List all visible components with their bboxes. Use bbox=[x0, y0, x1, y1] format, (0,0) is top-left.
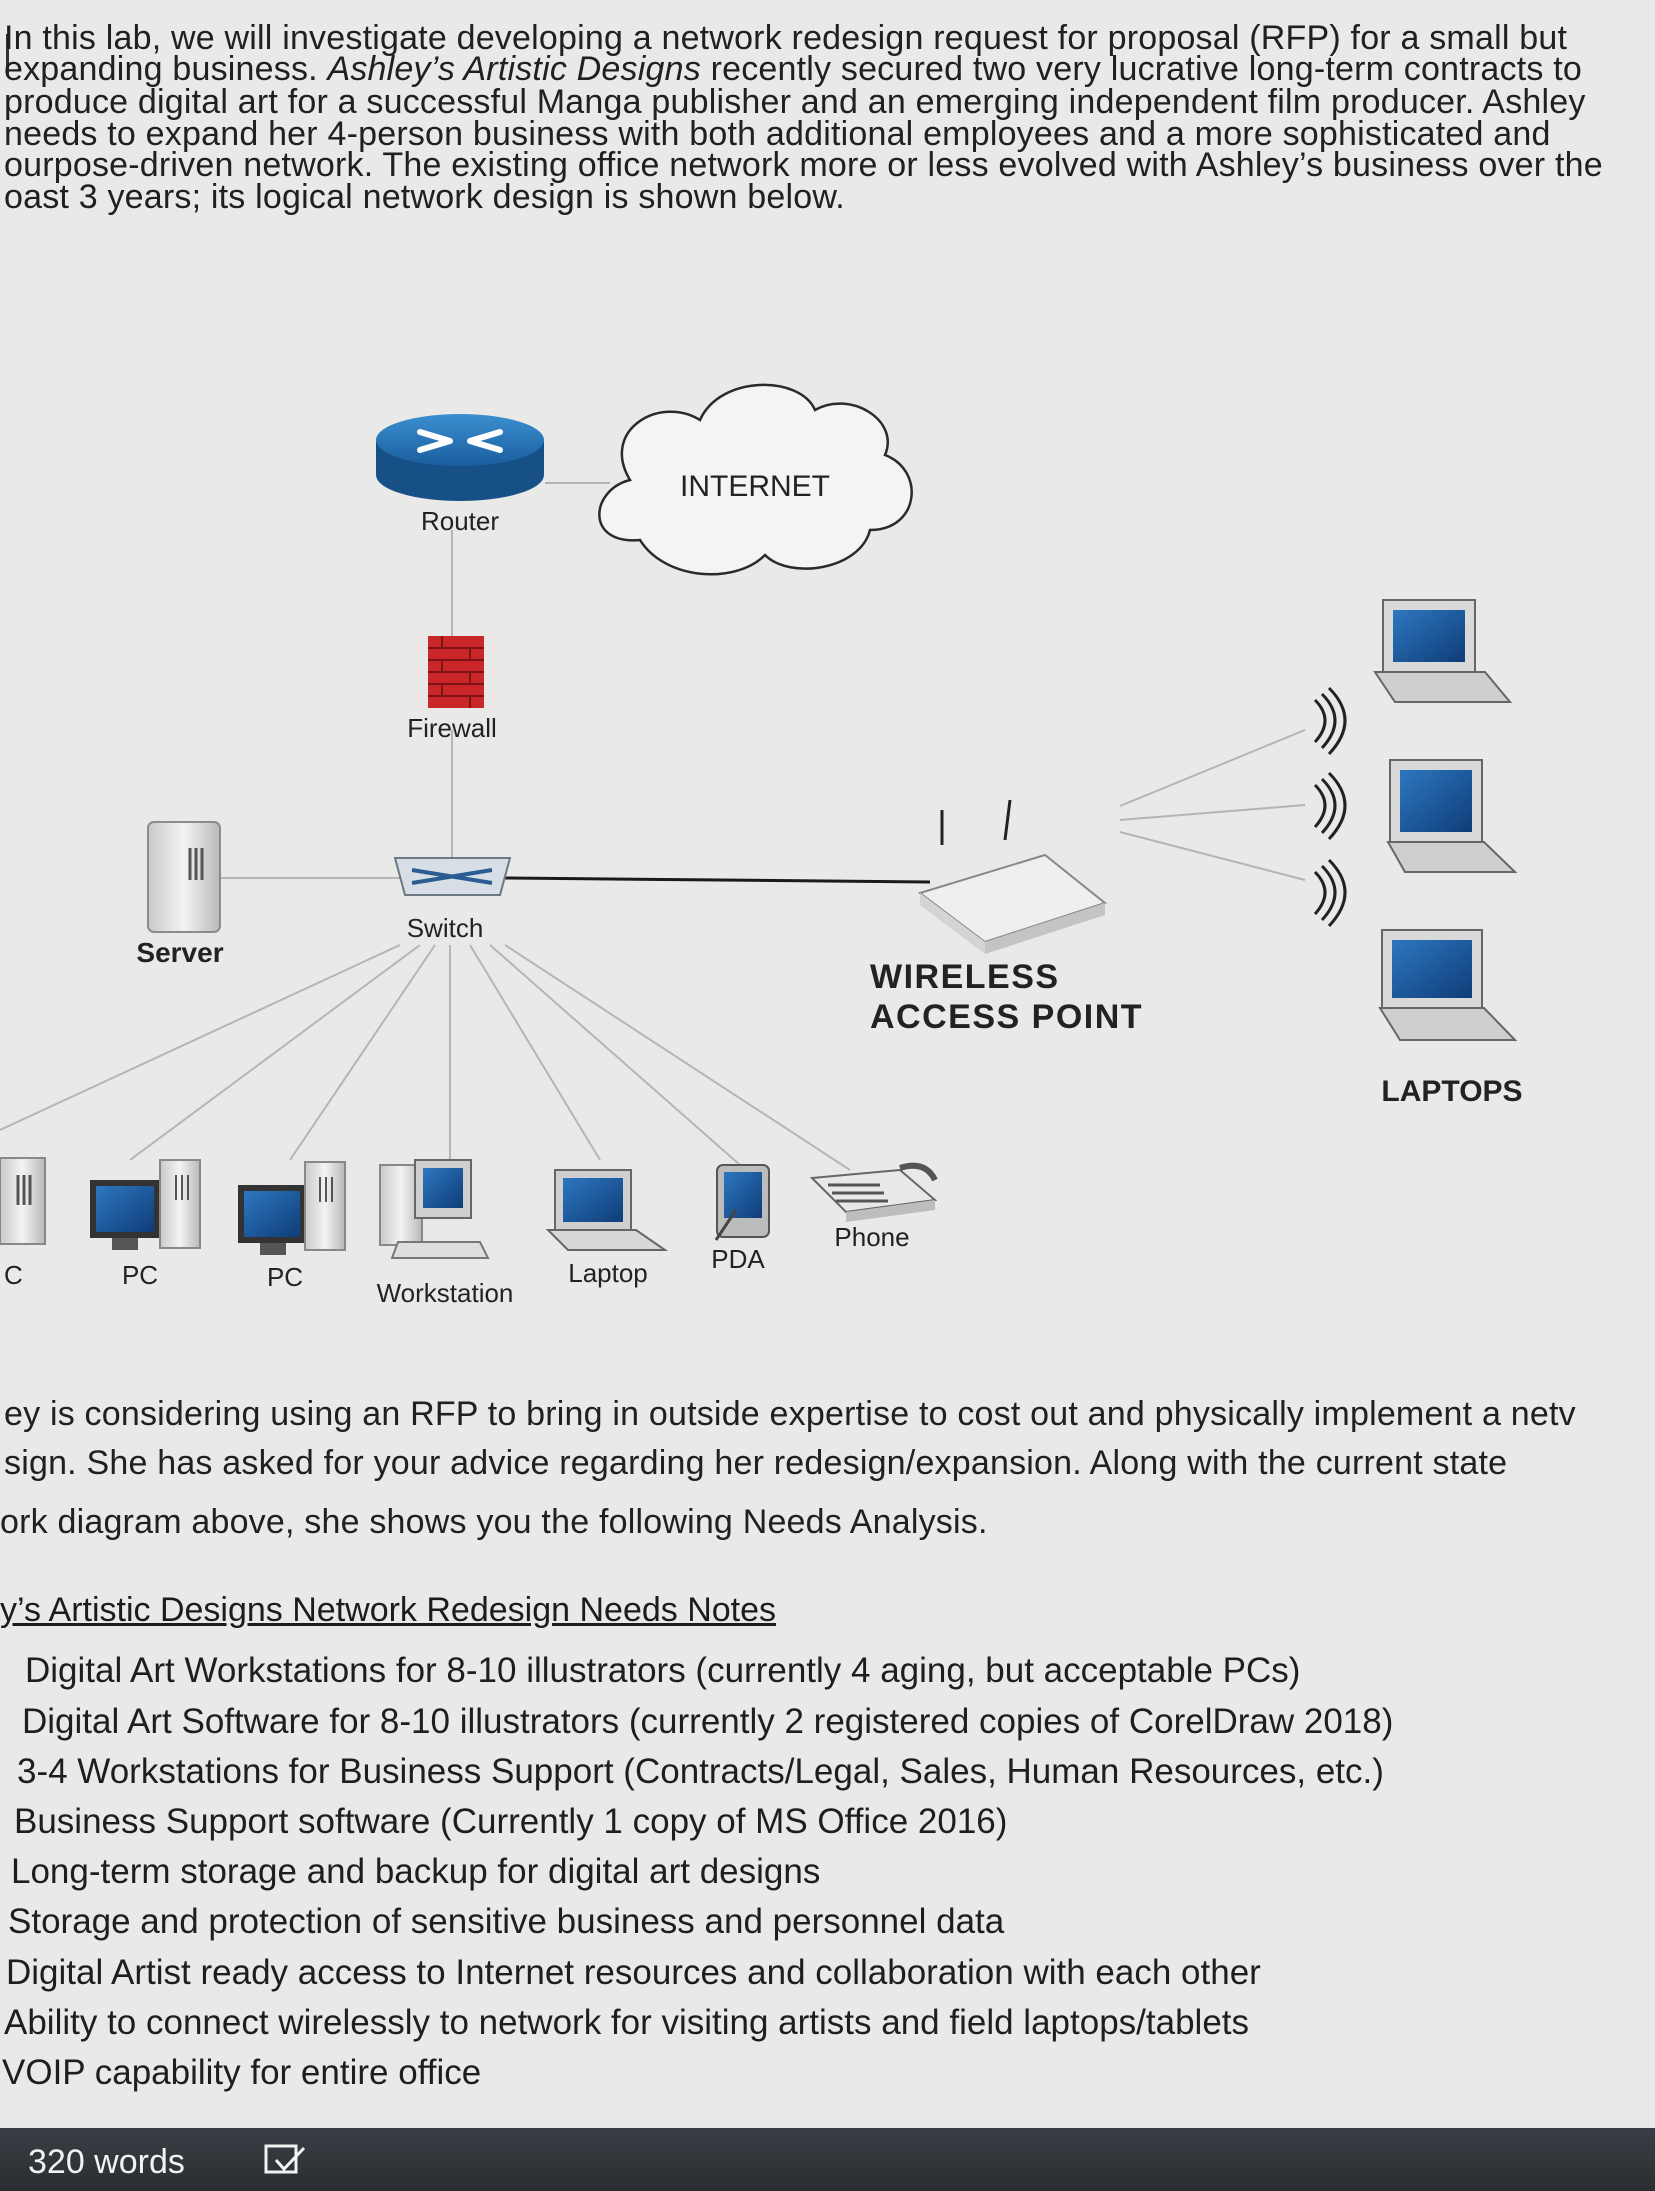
business-name: Ashley’s Artistic Designs bbox=[327, 50, 701, 88]
needs-list-item: Ability to connect wirelessly to network… bbox=[4, 2003, 1250, 2042]
needs-list-item: Digital Artist ready access to Internet … bbox=[6, 1953, 1261, 1992]
laptop-icon bbox=[545, 1169, 669, 1251]
switch-label: Switch bbox=[407, 913, 484, 943]
needs-notes-heading: y’s Artistic Designs Network Redesign Ne… bbox=[0, 1591, 777, 1629]
word-count[interactable]: 320 words bbox=[28, 2143, 185, 2181]
pda-icon bbox=[714, 1164, 770, 1241]
body-line-2: sign. She has asked for your advice rega… bbox=[4, 1444, 1508, 1482]
pc-label-cut: C bbox=[4, 1260, 23, 1290]
intro-line-3: produce digital art for a successful Man… bbox=[4, 83, 1586, 121]
needs-list-item: 3-4 Workstations for Business Support (C… bbox=[17, 1752, 1384, 1791]
connection-lines bbox=[0, 482, 1306, 1171]
intro-line-5: ourpose-driven network. The existing off… bbox=[4, 146, 1603, 184]
intro-line-2: expanding business. Ashley’s Artistic De… bbox=[4, 47, 1582, 91]
needs-list-item: Digital Art Workstations for 8-10 illust… bbox=[25, 1651, 1301, 1690]
needs-list-item: Long-term storage and backup for digital… bbox=[11, 1852, 821, 1891]
pc-label-2: PC bbox=[267, 1262, 303, 1292]
switch-icon bbox=[393, 857, 512, 896]
router-icon bbox=[376, 414, 544, 501]
wireless-signal-icon bbox=[1313, 686, 1347, 928]
internet-label: INTERNET bbox=[680, 470, 830, 503]
needs-list-item: Business Support software (Currently 1 c… bbox=[14, 1802, 1008, 1841]
wap-label-line-2: ACCESS POINT bbox=[870, 998, 1143, 1036]
network-diagram: INTERNET Router Firewall Switch Server bbox=[0, 383, 1523, 1308]
router-label: Router bbox=[421, 506, 499, 536]
body-line-3: ork diagram above, she shows you the fol… bbox=[0, 1503, 988, 1541]
server-icon bbox=[147, 821, 221, 933]
pc-label-1: PC bbox=[122, 1260, 158, 1290]
wap-label-line-1: WIRELESS bbox=[870, 958, 1060, 996]
pda-label: PDA bbox=[711, 1244, 765, 1274]
proofing-check-icon[interactable] bbox=[262, 2142, 308, 2178]
wireless-laptop-icon bbox=[1373, 599, 1513, 703]
server-label: Server bbox=[136, 937, 223, 968]
needs-list-item: VOIP capability for entire office bbox=[2, 2053, 482, 2092]
switch-to-wap-link bbox=[502, 876, 931, 884]
wireless-access-point-icon bbox=[917, 799, 1108, 954]
needs-list-item: Digital Art Software for 8-10 illustrato… bbox=[22, 1702, 1394, 1741]
workstation-label: Workstation bbox=[377, 1278, 514, 1308]
intro-line-1: In this lab, we will investigate develop… bbox=[4, 19, 1568, 57]
intro-line-4: needs to expand her 4-person business wi… bbox=[4, 115, 1551, 153]
laptops-label: LAPTOPS bbox=[1381, 1075, 1522, 1108]
internet-cloud-icon bbox=[598, 383, 913, 576]
intro-line-2-start: expanding business. bbox=[4, 50, 328, 88]
intro-line-2-end: recently secured two very lucrative long… bbox=[700, 50, 1582, 88]
intro-line-6: oast 3 years; its logical network design… bbox=[4, 178, 845, 216]
wireless-laptop-icon bbox=[1378, 929, 1518, 1041]
wireless-laptop-icon bbox=[1386, 759, 1518, 873]
text-cursor bbox=[6, 34, 9, 74]
status-bar: 320 words bbox=[0, 2128, 1655, 2191]
phone-label: Phone bbox=[834, 1222, 909, 1252]
firewall-icon bbox=[428, 636, 484, 708]
needs-list-item: Storage and protection of sensitive busi… bbox=[8, 1902, 1005, 1941]
body-line-1: ey is considering using an RFP to bring … bbox=[4, 1395, 1576, 1433]
workstation-icon bbox=[379, 1159, 490, 1259]
firewall-label: Firewall bbox=[407, 713, 497, 743]
phone-icon bbox=[809, 1162, 938, 1222]
pc-icon bbox=[90, 1159, 201, 1250]
pc-icon bbox=[238, 1161, 346, 1255]
laptop-label: Laptop bbox=[568, 1258, 648, 1288]
pc-tower-icon bbox=[0, 1157, 46, 1245]
